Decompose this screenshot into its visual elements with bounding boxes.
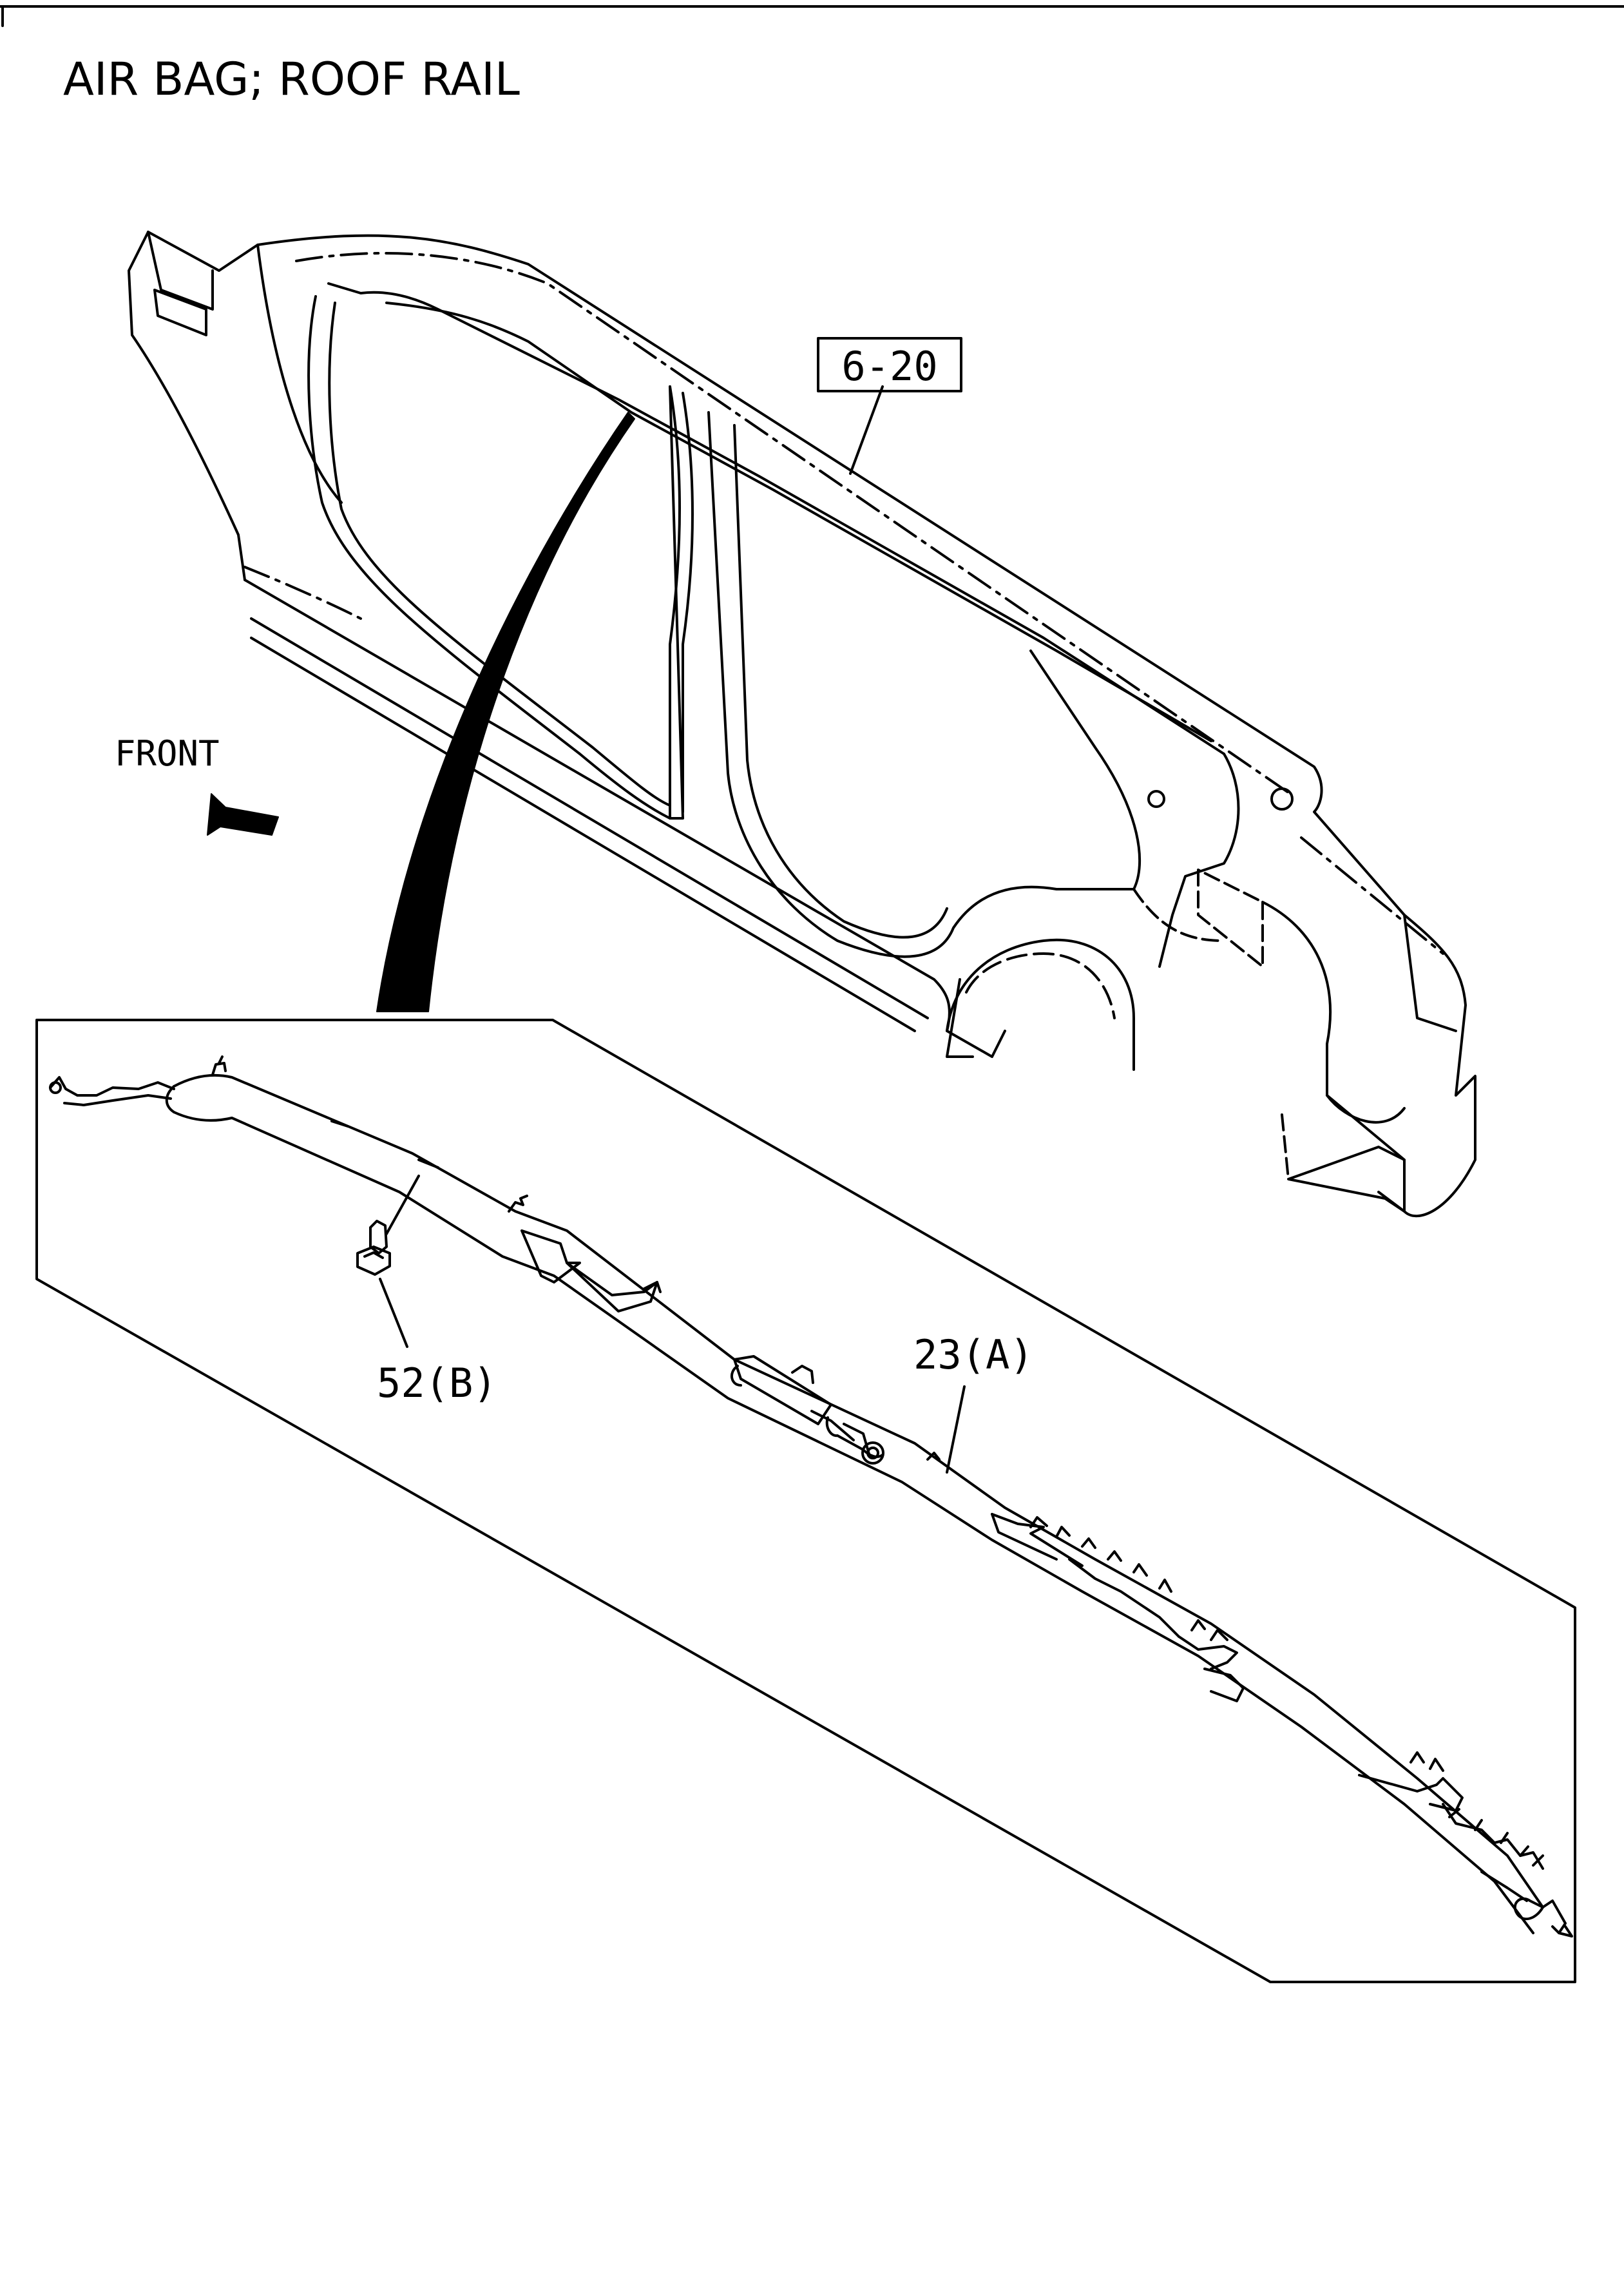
body-side-panel [128,231,1476,1218]
bolt-leader [379,1175,420,1348]
front-label: FRONT [115,733,220,774]
front-arrow-icon [207,793,279,836]
page-title: AIR BAG; ROOF RAIL [63,53,520,106]
reference-leader [849,385,884,475]
detail-panel-frame [35,1019,1576,1983]
airbag-label: 23(A) [913,1331,1034,1378]
reference-box [817,337,962,392]
bolt-label: 52(B) [377,1360,497,1407]
reference-label: 6-20 [841,343,937,390]
roof-rail-airbag [49,1055,1573,1938]
bolt [356,1220,391,1276]
detail-wedge [376,412,635,1012]
airbag-leader [946,1385,966,1474]
top-border [0,5,1624,27]
